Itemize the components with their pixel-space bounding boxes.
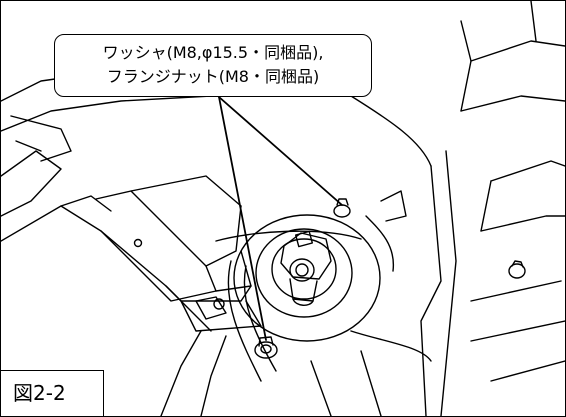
leader-lines — [218, 96, 343, 341]
parts-callout: ワッシャ(M8,φ15.5・同梱品), フランジナット(M8・同梱品) — [54, 34, 372, 97]
figure-label: 図2-2 — [1, 370, 104, 416]
callout-line-flange-nut: フランジナット(M8・同梱品) — [106, 67, 320, 86]
bolt-right — [508, 260, 526, 279]
bolt-hole-lower — [213, 298, 225, 310]
strut-mount-outer — [233, 214, 381, 342]
bolt-hole-left — [133, 238, 143, 248]
callout-line-washer: ワッシャ(M8,φ15.5・同梱品), — [102, 43, 324, 62]
strut-mount-inner — [255, 228, 353, 318]
flange-nut-upper — [333, 198, 351, 218]
